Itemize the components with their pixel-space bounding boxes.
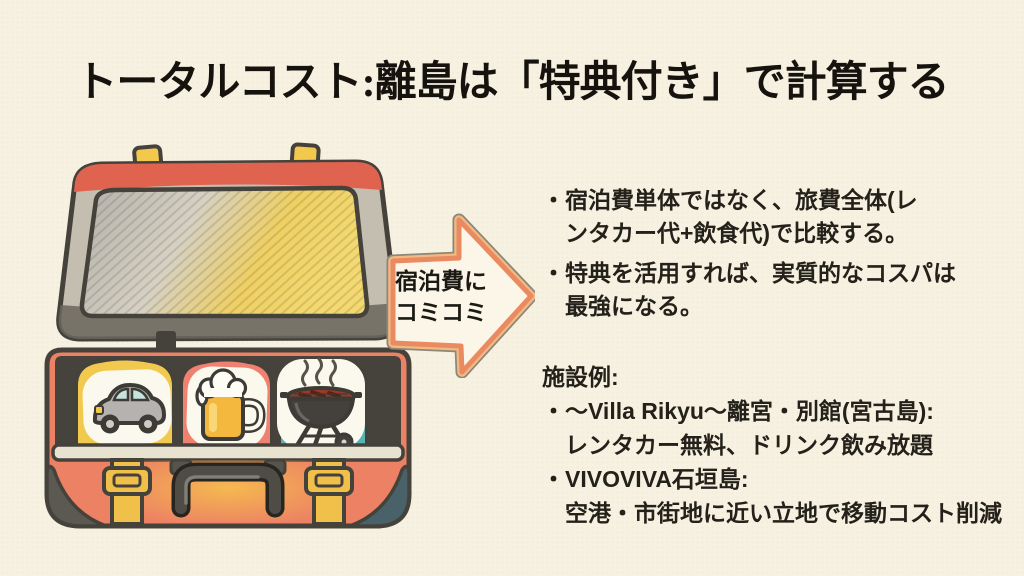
key-points: ・宿泊費単体ではなく、旅費全体(レ ンタカー代+飲食代)で比較する。 ・特典を活… (542, 184, 1014, 323)
suitcase-straps (102, 458, 354, 526)
suitcase-lid (56, 159, 400, 353)
corner-guard-right (349, 464, 411, 528)
bullet-line: ・宿泊費単体ではなく、旅費全体(レ (542, 187, 918, 213)
bullet-line: ンタカー代+飲食代)で比較する。 (565, 220, 909, 246)
facility-examples: 施設例: ・〜Villa Rikyu〜離宮・別館(宮古島): レンタカー無料、ド… (542, 360, 1014, 530)
bullet-line: 最強になる。 (565, 293, 703, 319)
beer-mug-icon (186, 366, 268, 448)
facility-item-name: ・VIVOVIVA石垣島: (542, 466, 749, 492)
right-arrow-icon (386, 213, 538, 379)
bullet-line: ・特典を活用すれば、実質的なコスパは (542, 260, 956, 286)
suitcase-svg (44, 142, 412, 529)
arrow-label-line1: 宿泊費に (395, 268, 487, 294)
suitcase-illustration (28, 142, 428, 552)
facility-item-name: ・〜Villa Rikyu〜離宮・別館(宮古島): (542, 398, 934, 424)
bbq-grill-icon (277, 357, 365, 452)
arrow-illustration (385, 213, 538, 379)
suitcase-handle (169, 458, 287, 518)
facility-item-detail: 空港・市街地に近い立地で移動コスト削減 (565, 500, 1002, 526)
corner-guard-left (45, 464, 107, 528)
slide-title: トータルコスト:離島は「特典付き」で計算する (75, 60, 949, 106)
bullet-total-cost: ・宿泊費単体ではなく、旅費全体(レ ンタカー代+飲食代)で比較する。 (542, 184, 1014, 250)
suitcase-body (44, 347, 412, 529)
steam-icon (301, 357, 337, 387)
facility-item-detail: レンタカー無料、ドリンク飲み放題 (565, 432, 933, 458)
arrow-label-line2: コミコミ (395, 299, 487, 325)
bullet-perks: ・特典を活用すれば、実質的なコスパは 最強になる。 (542, 257, 1014, 323)
car-icon (82, 369, 172, 445)
facility-header: 施設例: (542, 364, 619, 390)
arrow-label: 宿泊費に コミコミ (395, 266, 505, 328)
